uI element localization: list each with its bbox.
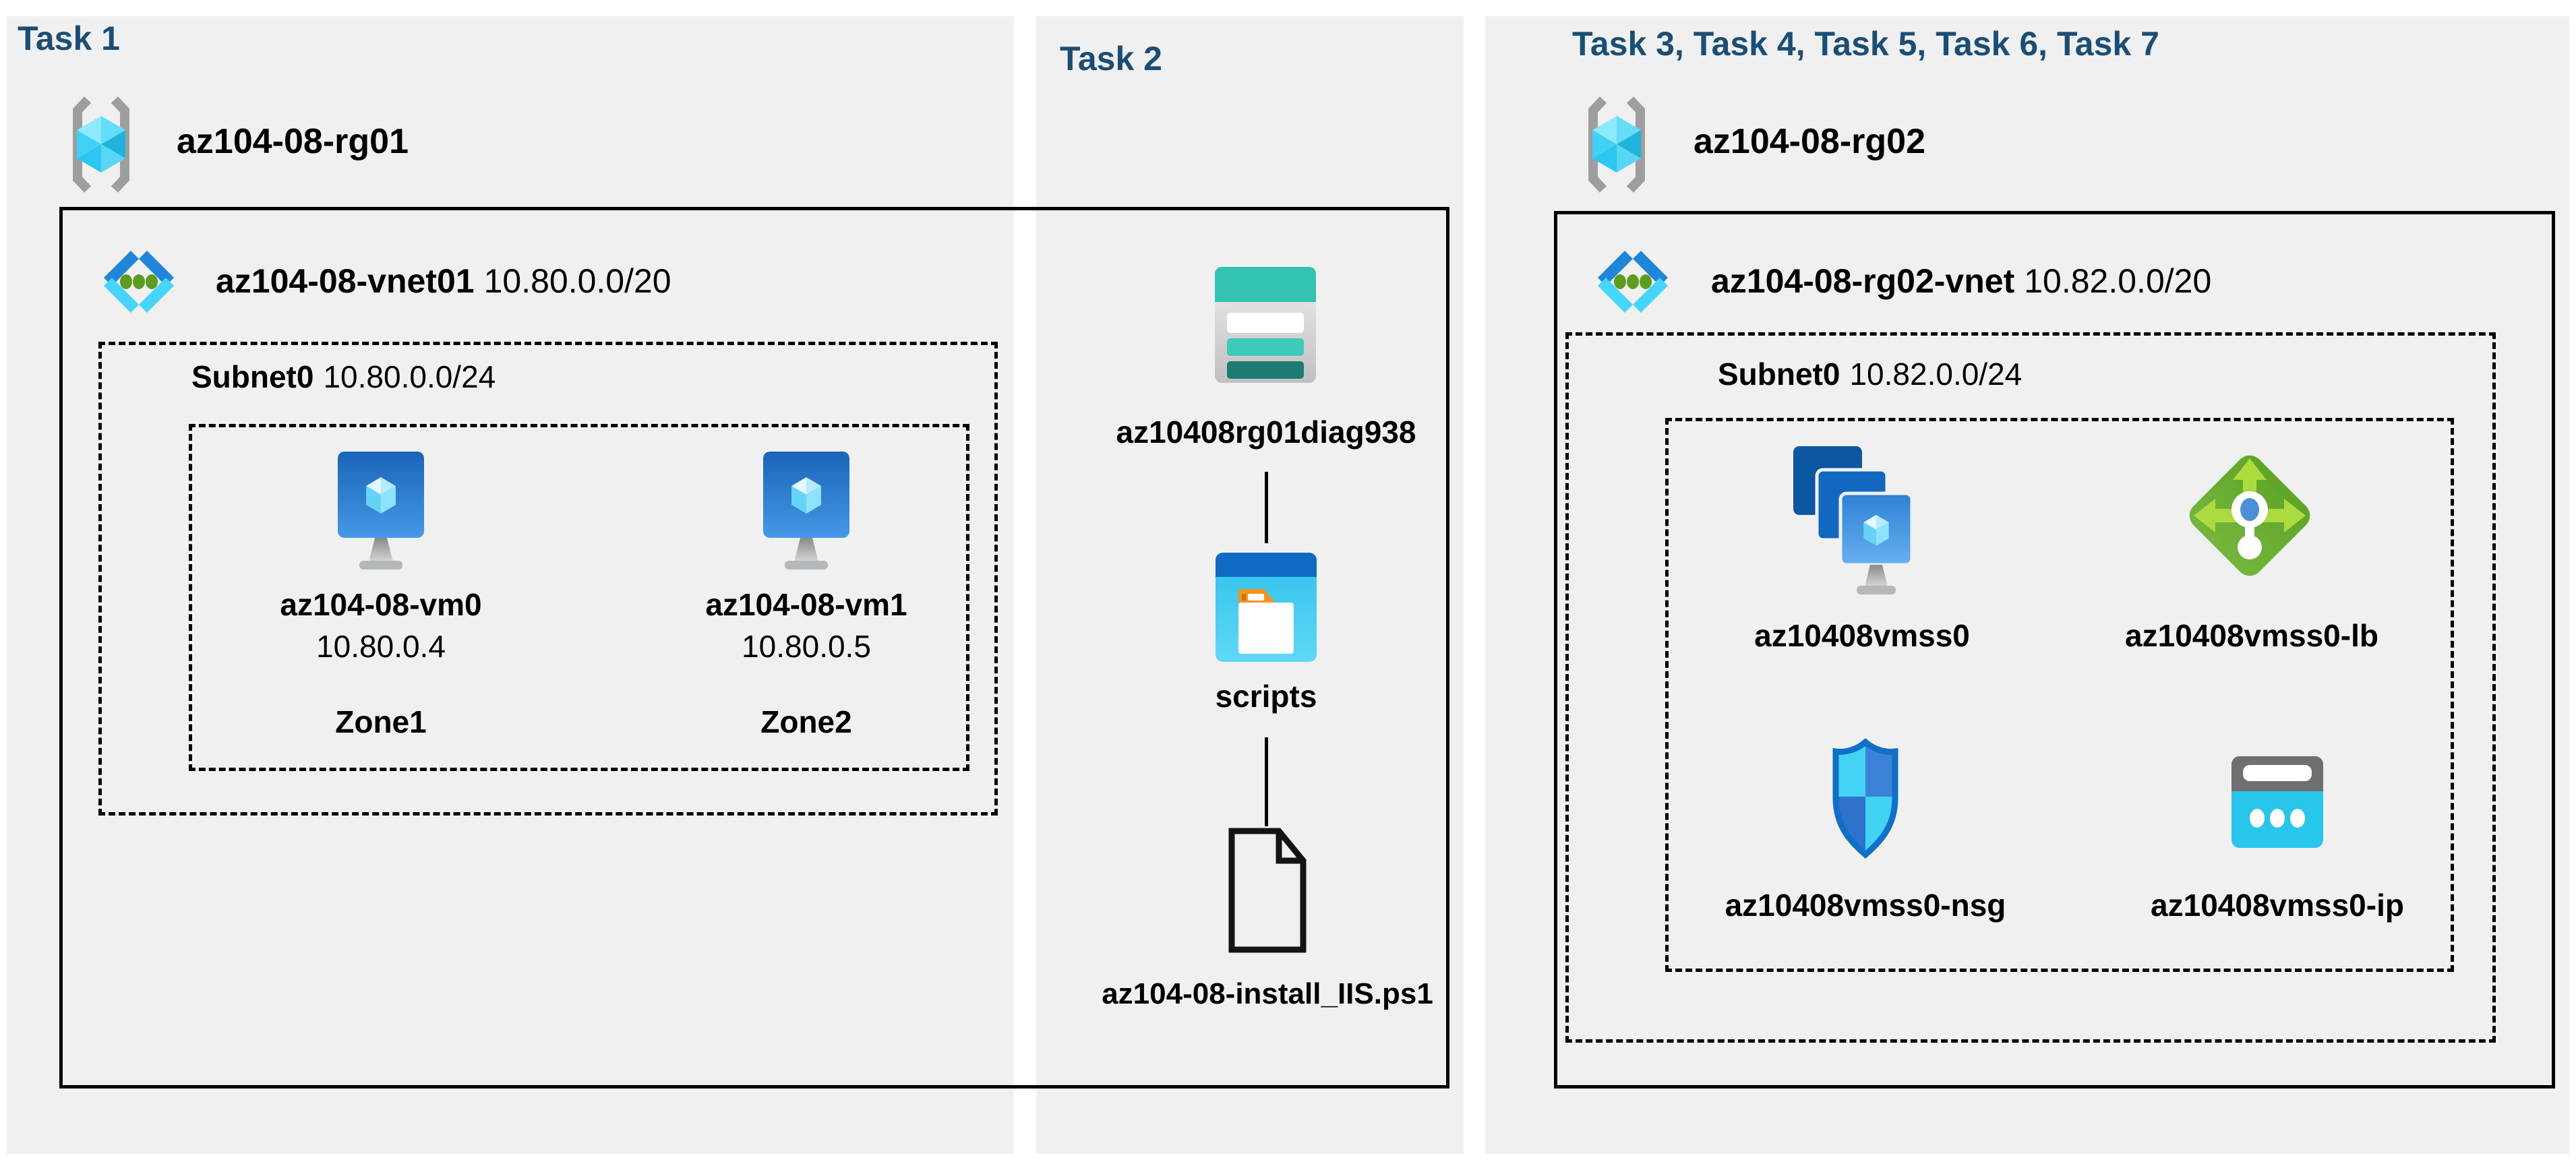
vnet1-cidr: 10.80.0.0/20	[483, 262, 671, 300]
subnet1-name: Subnet0	[191, 359, 314, 394]
vnet-icon	[1597, 250, 1669, 313]
rg1-name: az104-08-rg01	[177, 122, 409, 161]
subnet1-label: Subnet0 10.80.0.0/24	[191, 359, 496, 395]
connector-storage-to-container	[1265, 472, 1268, 543]
resource-group-icon	[73, 96, 129, 193]
script-file-name: az104-08-install_IIS.ps1	[1102, 977, 1433, 1010]
storage-account-icon	[1215, 267, 1316, 383]
connector-container-to-file	[1265, 737, 1268, 826]
vmss-icon	[1793, 446, 1914, 594]
task1-panel	[7, 16, 1014, 1154]
rg2-name: az104-08-rg02	[1694, 122, 1925, 161]
vnet2-name: az104-08-rg02-vnet	[1711, 262, 2015, 300]
rg1-boundary-box	[59, 207, 1449, 1088]
vm0-zone: Zone1	[335, 704, 427, 739]
subnet1-cidr: 10.80.0.0/24	[323, 359, 496, 394]
vm1-zone: Zone2	[760, 704, 852, 739]
storage-account-name: az10408rg01diag938	[1116, 415, 1416, 450]
subnet2-cidr: 10.82.0.0/24	[1849, 357, 2023, 392]
vnet1-name: az104-08-vnet01	[216, 262, 475, 300]
vmss-resource-box	[1665, 418, 2454, 972]
subnet2-label: Subnet0 10.82.0.0/24	[1718, 356, 2022, 392]
folder-container-icon	[1216, 553, 1317, 662]
task1-header: Task 1	[18, 20, 120, 57]
vmss-name: az10408vmss0	[1754, 618, 1970, 653]
vm1-ip: 10.80.0.5	[742, 629, 871, 664]
file-icon	[1228, 828, 1307, 953]
public-ip-name: az10408vmss0-ip	[2151, 888, 2404, 923]
container-name: scripts	[1215, 679, 1317, 714]
nsg-shield-icon	[1832, 739, 1898, 859]
vm-icon	[338, 452, 424, 570]
rg2-boundary-box	[1554, 211, 2555, 1088]
vm0-name: az104-08-vm0	[280, 587, 482, 622]
vm0-ip: 10.80.0.4	[316, 629, 446, 664]
vnet-icon	[103, 250, 175, 313]
load-balancer-name: az10408vmss0-lb	[2125, 618, 2378, 653]
load-balancer-icon	[2189, 455, 2310, 576]
subnet2-name: Subnet0	[1718, 357, 1840, 392]
subnet2-box	[1565, 332, 2496, 1043]
task2-header: Task 2	[1060, 40, 1162, 78]
public-ip-icon	[2231, 756, 2323, 848]
nsg-name: az10408vmss0-nsg	[1725, 888, 2006, 923]
task3-header: Task 3, Task 4, Task 5, Task 6, Task 7	[1572, 25, 2159, 63]
vm-zone-box	[189, 424, 969, 771]
resource-group-icon	[1588, 96, 1645, 193]
subnet1-box	[98, 342, 998, 816]
vnet2-cidr: 10.82.0.0/20	[2024, 262, 2212, 300]
vm-icon	[763, 452, 849, 570]
vm1-name: az104-08-vm1	[705, 587, 907, 622]
